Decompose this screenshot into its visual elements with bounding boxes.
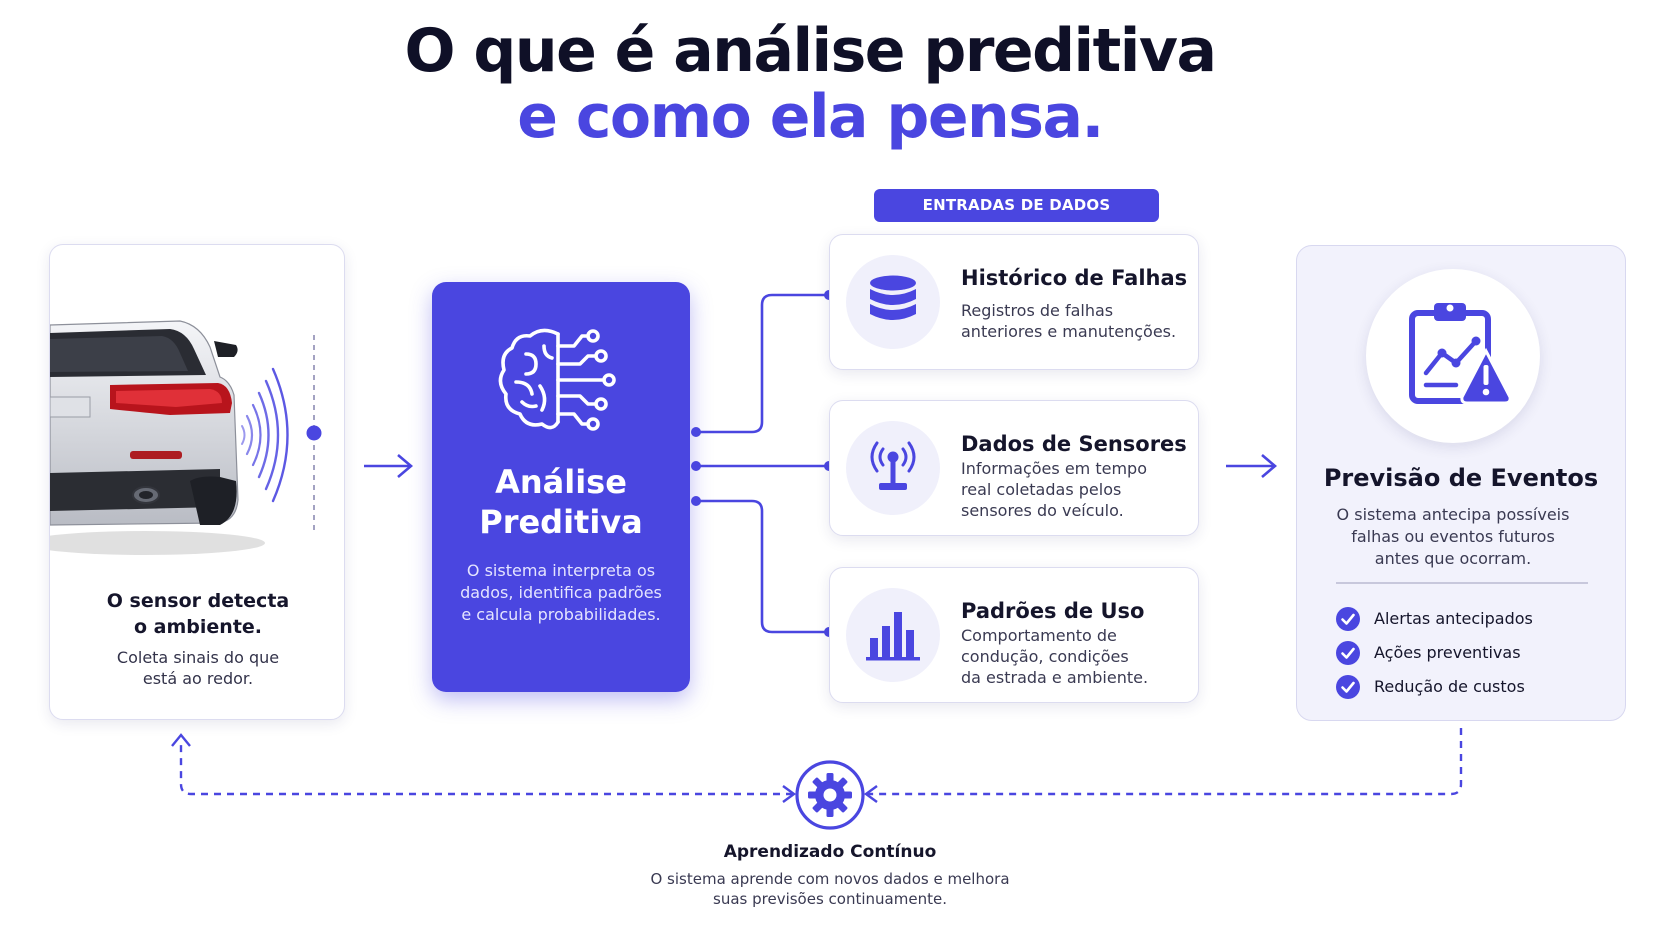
data-inputs-badge: ENTRADAS DE DADOS [874, 189, 1159, 222]
result-icon-circle [1366, 269, 1540, 443]
result-title: Previsão de Eventos [1323, 464, 1599, 492]
database-icon [870, 275, 916, 320]
result-description: O sistema antecipa possíveis falhas ou e… [1336, 505, 1570, 568]
connector-analysis-to-inputs [696, 293, 829, 634]
page-title-line-2: e como ela pensa. [517, 82, 1104, 152]
sensor-description: Coleta sinais do que está ao redor. [116, 648, 280, 688]
input-icon-circle [846, 588, 940, 682]
arrow-inputs-to-result [1226, 454, 1278, 478]
input-icon-circle [846, 421, 940, 515]
sensor-title: O sensor detecta o ambiente. [106, 590, 290, 638]
input-description: Registros de falhas anteriores e manuten… [961, 301, 1177, 341]
check-circle-icon [1336, 641, 1360, 665]
check-circle-icon [1336, 675, 1360, 699]
brain-circuit-icon [498, 328, 616, 431]
input-card-failure-history: Histórico de Falhas Registros de falhas … [829, 234, 1199, 370]
input-icon-circle [846, 255, 940, 349]
benefit-label: Redução de custos [1374, 677, 1525, 696]
learning-description: O sistema aprende com novos dados e melh… [650, 870, 1010, 908]
check-circle-icon [1336, 607, 1360, 631]
gear-icon [795, 760, 865, 830]
feedback-loop-arrowheads [171, 733, 878, 803]
sensor-card: O sensor detecta o ambiente. Coleta sina… [49, 244, 345, 720]
feedback-loop-dashed [179, 728, 1463, 796]
arrow-sensor-to-analysis [364, 454, 414, 478]
input-card-usage-patterns: Padrões de Uso Comportamento de condução… [829, 567, 1199, 703]
input-description: Informações em tempo real coletadas pelo… [961, 459, 1147, 520]
antenna-signal-icon [870, 441, 916, 490]
bar-chart-icon [866, 612, 920, 661]
analysis-description: O sistema interpreta os dados, identific… [460, 561, 662, 624]
input-title: Dados de Sensores [961, 432, 1187, 456]
input-title: Padrões de Uso [961, 599, 1145, 623]
car-sensor-illustration [50, 320, 322, 555]
input-title: Histórico de Falhas [961, 266, 1188, 290]
learning-title: Aprendizado Contínuo [723, 842, 937, 862]
benefit-label: Alertas antecipados [1374, 609, 1533, 628]
event-prediction-card: Previsão de Eventos O sistema antecipa p… [1296, 245, 1626, 721]
input-card-sensor-data: Dados de Sensores Informações em tempo r… [829, 400, 1199, 536]
clipboard-warning-icon [1409, 303, 1512, 405]
result-divider [1336, 582, 1588, 584]
analysis-box: Análise Preditiva O sistema interpreta o… [432, 282, 690, 692]
benefit-label: Ações preventivas [1374, 643, 1521, 662]
page-title-line-1: O que é análise preditiva [404, 16, 1217, 86]
analysis-title: Análise Preditiva [479, 463, 643, 541]
input-description: Comportamento de condução, condições da … [961, 626, 1149, 687]
